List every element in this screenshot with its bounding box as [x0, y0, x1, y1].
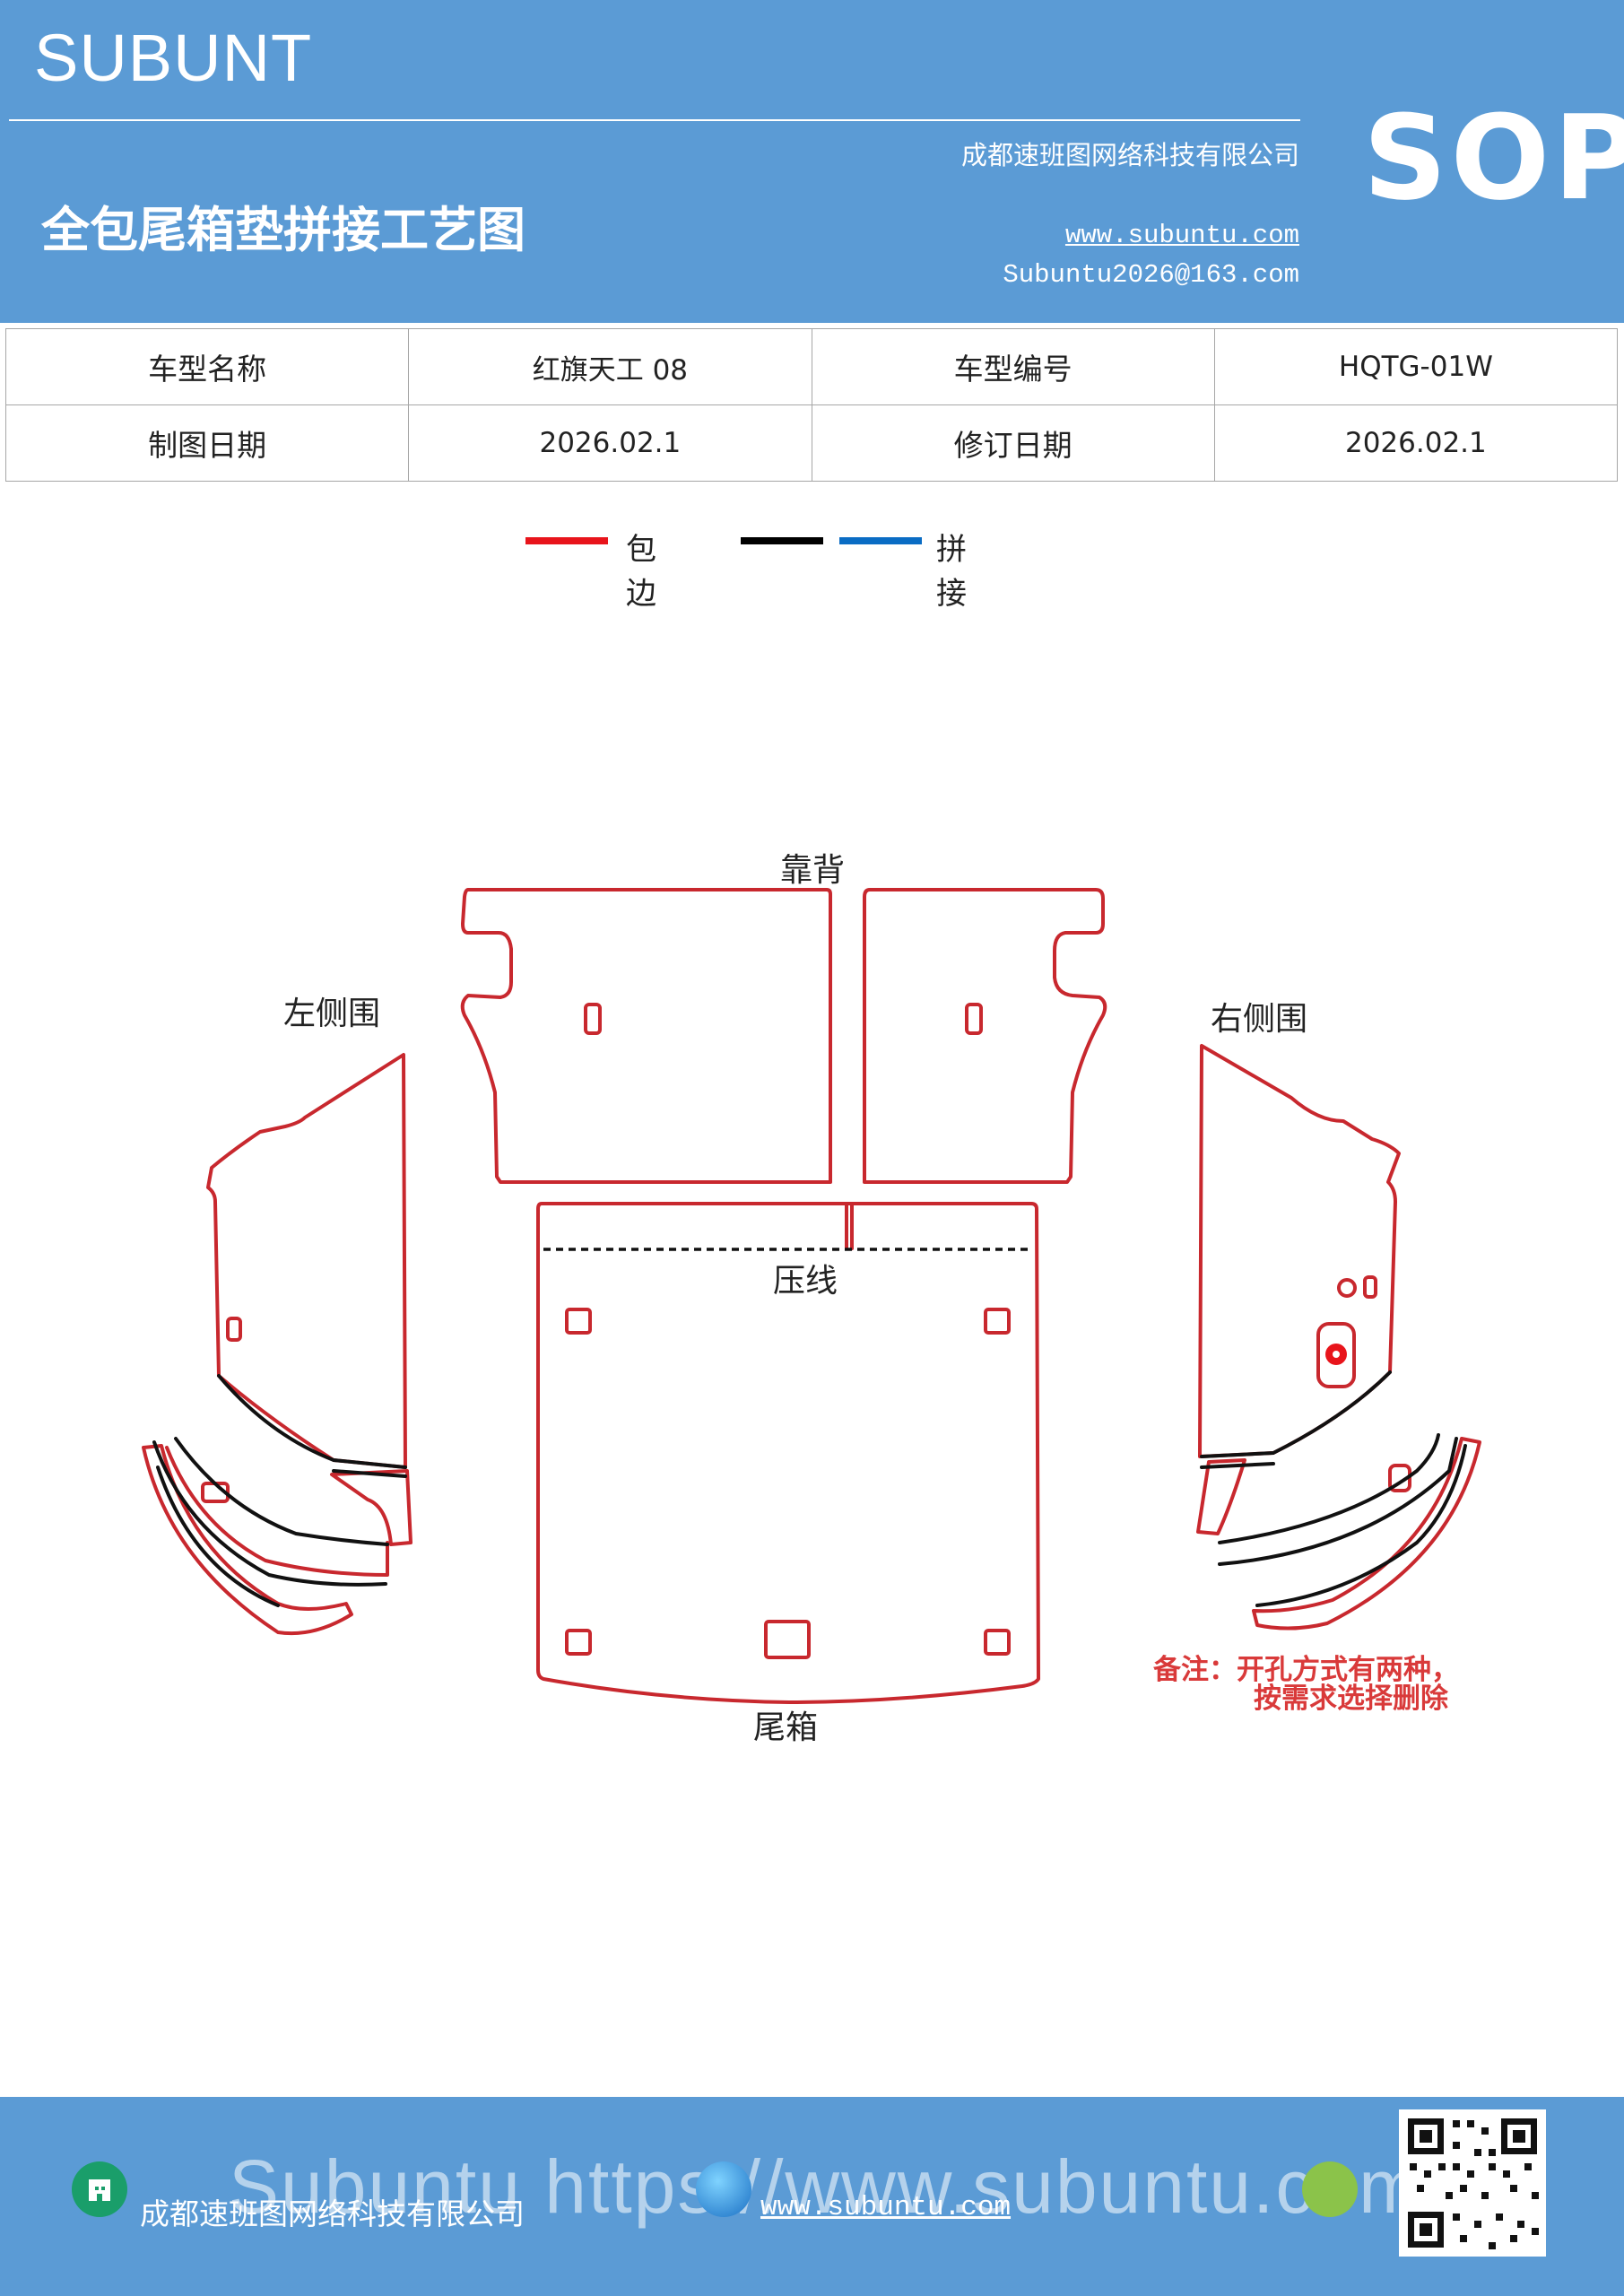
left-splice-line: [156, 1465, 280, 1607]
left-side-lower-curve: [165, 1446, 389, 1577]
trunk-hole: [565, 1629, 592, 1656]
right-splice-line: [1218, 1433, 1440, 1544]
header-banner: SUBUNT 全包尾箱垫拼接工艺图 成都速班图网络科技有限公司 www.subu…: [0, 0, 1624, 323]
qr-code: [1399, 2109, 1546, 2257]
right-splice-line: [1255, 1444, 1467, 1607]
right-splice-line: [1200, 1370, 1392, 1458]
note-line-1: 备注：开孔方式有两种，: [1152, 1654, 1459, 1686]
right-splice-line: [1218, 1437, 1458, 1566]
table-cell: 2026.02.1: [408, 404, 812, 482]
table-cell: 制图日期: [4, 404, 410, 482]
footer-website-link[interactable]: www.subuntu.com: [760, 2192, 1012, 2223]
right-side-lower-strip: [1252, 1437, 1481, 1631]
backrest-left-hole: [584, 1003, 602, 1035]
backrest-left-panel: [460, 888, 832, 1184]
left-side-lower-piece: [330, 1469, 413, 1546]
header-divider: [9, 119, 1300, 121]
website-link[interactable]: www.subuntu.com: [1064, 221, 1299, 250]
left-side-panel: [206, 1053, 407, 1469]
wechat-icon: [1302, 2161, 1358, 2217]
right-side-panel: [1198, 1044, 1401, 1458]
right-side-vent-cutout: [1316, 1322, 1356, 1388]
footer-company-name: 成都速班图网络科技有限公司: [140, 2196, 525, 2231]
email-address[interactable]: Subuntu2026@163.com: [1003, 260, 1299, 290]
right-side-label: 右侧围: [1211, 1001, 1307, 1038]
trunk-hole: [984, 1308, 1011, 1335]
backrest-right-hole: [965, 1003, 983, 1035]
legend-label-edging: 包边: [626, 532, 656, 612]
globe-icon: [696, 2161, 751, 2217]
company-name: 成都速班图网络科技有限公司: [960, 140, 1299, 170]
left-side-hole: [226, 1317, 242, 1342]
sop-badge: SOP: [1363, 90, 1624, 226]
left-splice-line: [152, 1440, 387, 1587]
right-splice-line: [1200, 1462, 1275, 1469]
table-row: 制图日期 2026.02.1 修订日期 2026.02.1: [4, 404, 1619, 482]
footer-watermark: Subuntu https://www.subuntu.com: [229, 2144, 1424, 2229]
legend-swatch-black: [741, 537, 823, 544]
note-line-2: 按需求选择删除: [1254, 1683, 1449, 1715]
vehicle-info-table: 车型名称 红旗天工 08 车型编号 HQTG-01W 制图日期 2026.02.…: [4, 328, 1619, 482]
table-cell: 车型编号: [811, 328, 1215, 405]
left-splice-line: [217, 1374, 407, 1469]
legend-label-splice: 拼接: [936, 532, 967, 612]
brand-logo-text: SUBUNT: [34, 21, 313, 95]
trunk-label: 尾箱: [753, 1709, 818, 1746]
left-splice-line: [332, 1469, 407, 1478]
vent-mark-icon: [1325, 1344, 1347, 1365]
table-cell: 2026.02.1: [1213, 404, 1619, 482]
backrest-right-panel: [863, 888, 1107, 1184]
trunk-floor-panel: [536, 1202, 1040, 1704]
document-title: 全包尾箱垫拼接工艺图: [41, 202, 525, 258]
left-side-lower-strip: [142, 1444, 353, 1636]
left-splice-line: [174, 1437, 389, 1546]
table-cell: HQTG-01W: [1213, 328, 1619, 405]
legend-swatch-splice: [839, 537, 922, 544]
left-side-label: 左侧围: [283, 996, 380, 1032]
table-cell: 车型名称: [4, 328, 410, 405]
table-row: 车型名称 红旗天工 08 车型编号 HQTG-01W: [4, 328, 1619, 405]
table-cell: 修订日期: [811, 404, 1215, 482]
trunk-center-hole: [764, 1620, 811, 1659]
right-side-lower-piece: [1196, 1458, 1246, 1535]
trunk-hole: [984, 1629, 1011, 1656]
crease-label: 压线: [773, 1263, 838, 1300]
table-cell: 红旗天工 08: [408, 328, 812, 405]
building-icon: [72, 2161, 127, 2217]
backrest-label: 靠背: [780, 852, 845, 889]
right-side-hole: [1337, 1278, 1357, 1298]
right-side-hole: [1363, 1275, 1377, 1299]
legend-swatch-edging: [525, 537, 608, 544]
trunk-hole: [565, 1308, 592, 1335]
